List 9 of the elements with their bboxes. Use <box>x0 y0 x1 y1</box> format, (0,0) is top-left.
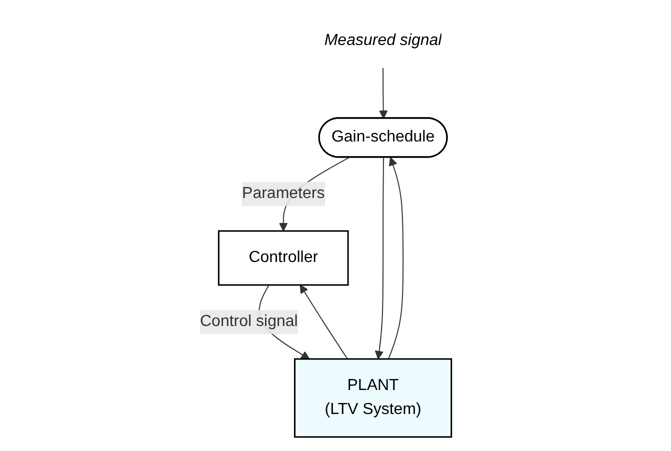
edge-label: Parameters <box>242 184 324 202</box>
arrow <box>378 68 388 119</box>
node-box: PLANT (LTV System) <box>294 358 452 438</box>
edge-label: Control signal <box>200 312 298 330</box>
arrow <box>388 157 404 360</box>
node-text: Measured signal <box>324 32 442 49</box>
arrow <box>299 284 348 360</box>
arrow <box>374 157 384 360</box>
node-box: Controller <box>218 230 348 286</box>
